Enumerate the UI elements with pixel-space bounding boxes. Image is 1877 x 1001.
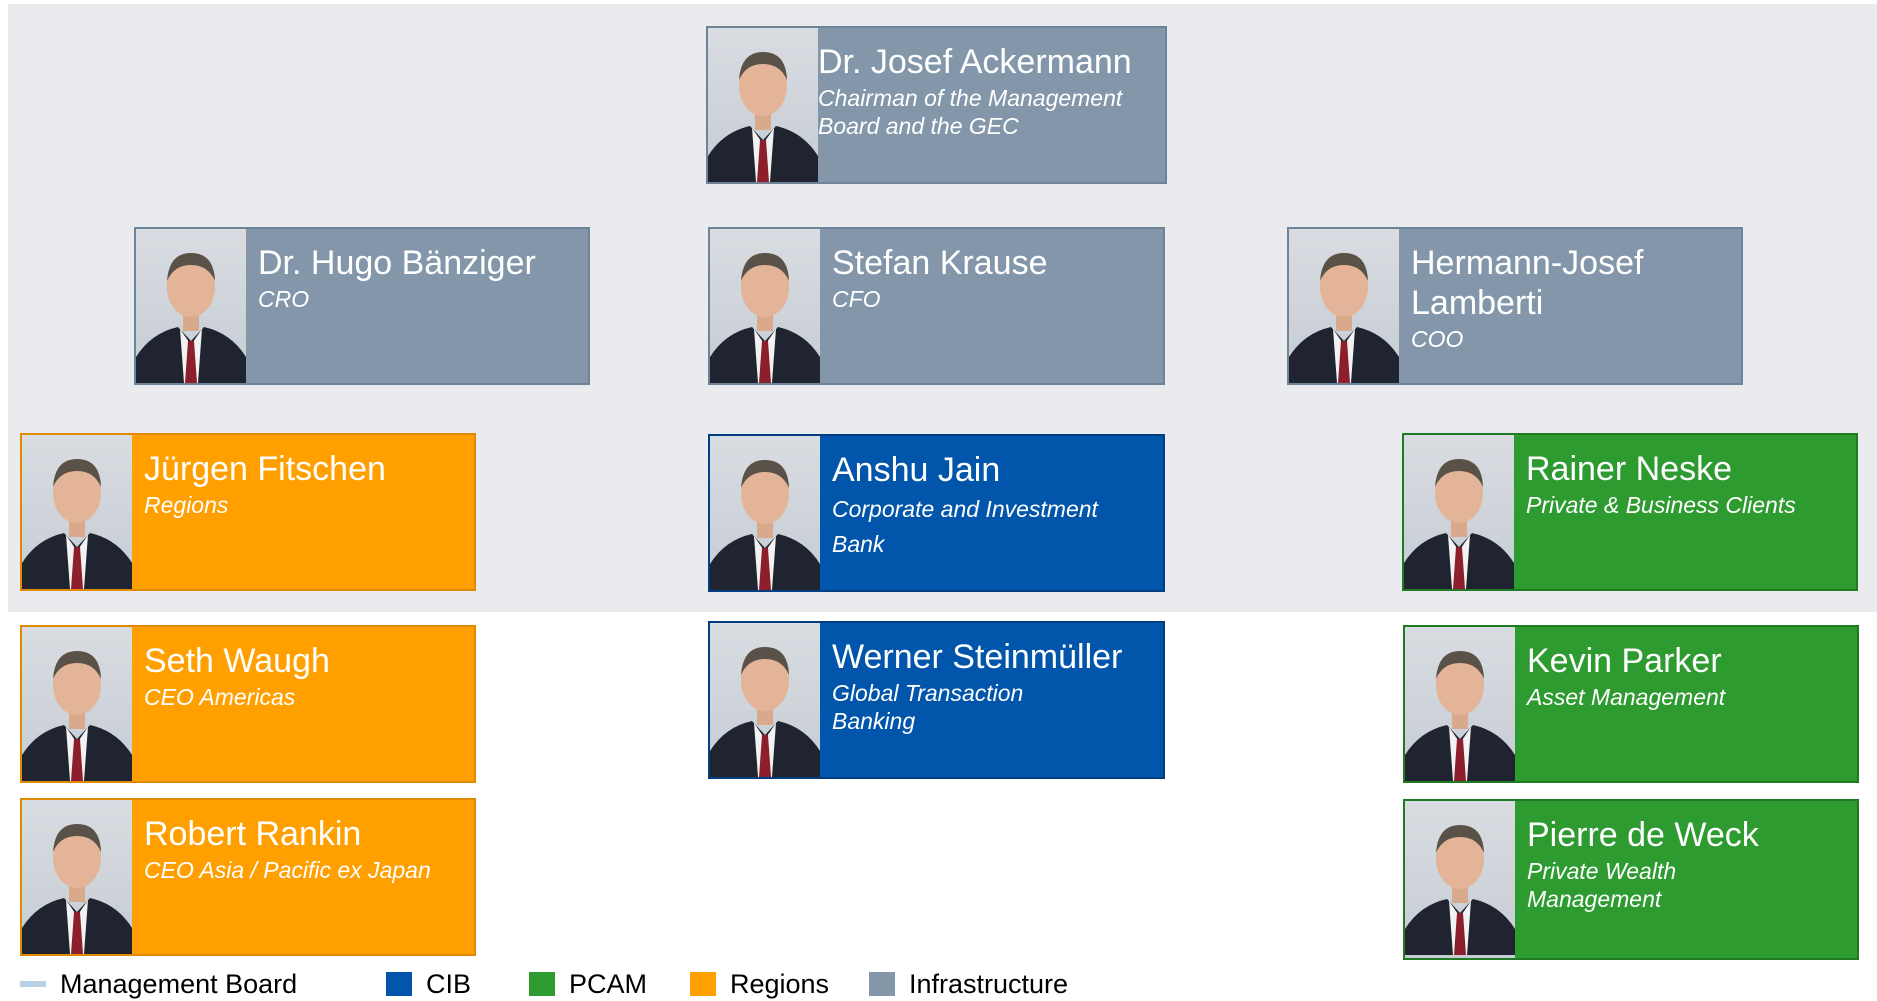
person-role: Global Transaction Banking <box>832 680 1024 734</box>
person-name: Rainer Neske <box>1526 450 1732 488</box>
person-role: Private & Business Clients <box>1526 492 1796 518</box>
portrait-photo <box>136 229 246 383</box>
person-role: Regions <box>144 492 229 518</box>
person-silhouette <box>22 651 132 781</box>
legend-label: Infrastructure <box>909 968 1069 999</box>
card-robert-rankin: Robert Rankin CEO Asia / Pacific ex Japa… <box>20 798 476 956</box>
portrait-photo <box>22 800 132 954</box>
person-role: COO <box>1411 326 1464 352</box>
legend-item-regions: Regions <box>690 969 829 1000</box>
person-role: Private Wealth Management <box>1527 858 1677 912</box>
person-role: Asset Management <box>1527 684 1726 710</box>
infrastructure-swatch <box>869 972 895 996</box>
person-role: CRO <box>258 286 310 312</box>
person-name: Anshu Jain <box>832 451 1001 489</box>
person-role: CFO <box>832 286 881 312</box>
portrait-photo <box>22 627 132 781</box>
person-name: Dr. Hugo Bänziger <box>258 244 536 282</box>
person-name: Pierre de Weck <box>1527 816 1759 854</box>
person-silhouette <box>22 459 132 589</box>
pcam-swatch <box>529 972 555 996</box>
person-name: Kevin Parker <box>1527 642 1722 680</box>
card-werner-steinmueller: Werner Steinmüller Global Transaction Ba… <box>708 621 1165 779</box>
legend-item-infrastructure: Infrastructure <box>869 969 1068 1000</box>
person-silhouette <box>710 253 820 383</box>
person-silhouette <box>136 253 246 383</box>
portrait-photo <box>1289 229 1399 383</box>
portrait-photo <box>710 623 820 777</box>
card-rainer-neske: Rainer Neske Private & Business Clients <box>1402 433 1858 591</box>
person-role: Corporate and Investment Bank <box>832 496 1098 557</box>
regions-swatch <box>690 972 716 996</box>
person-name: Dr. Josef Ackermann <box>818 43 1132 81</box>
portrait-photo <box>710 436 820 590</box>
legend-label: CIB <box>426 968 472 999</box>
person-silhouette <box>1405 651 1515 781</box>
card-pierre-de-weck: Pierre de Weck Private Wealth Management <box>1403 799 1859 960</box>
portrait-photo <box>1404 435 1514 589</box>
legend-label: Regions <box>730 968 830 999</box>
person-name: Jürgen Fitschen <box>144 450 386 488</box>
person-name: Robert Rankin <box>144 815 362 853</box>
card-anshu-jain: Anshu Jain Corporate and Investment Bank <box>708 434 1165 592</box>
legend-label: PCAM <box>569 968 648 999</box>
card-kevin-parker: Kevin Parker Asset Management <box>1403 625 1859 783</box>
card-seth-waugh: Seth Waugh CEO Americas <box>20 625 476 783</box>
person-silhouette <box>710 460 820 590</box>
person-role: Chairman of the Management Board and the… <box>818 85 1123 139</box>
person-role: CEO Americas <box>144 684 296 710</box>
portrait-photo <box>22 435 132 589</box>
person-role: CEO Asia / Pacific ex Japan <box>144 857 431 883</box>
portrait-photo <box>710 229 820 383</box>
person-name: Seth Waugh <box>144 642 330 680</box>
card-josef-ackermann: Dr. Josef Ackermann Chairman of the Mana… <box>706 26 1167 184</box>
person-silhouette <box>1405 825 1515 955</box>
person-silhouette <box>708 52 818 182</box>
person-silhouette <box>1404 459 1514 589</box>
portrait-photo <box>1405 627 1515 781</box>
card-juergen-fitschen: Jürgen Fitschen Regions <box>20 433 476 591</box>
person-silhouette <box>710 647 820 777</box>
legend-item-cib: CIB <box>386 969 471 1000</box>
person-silhouette <box>1289 253 1399 383</box>
management-board-swatch <box>20 981 46 987</box>
card-hugo-baenziger: Dr. Hugo Bänziger CRO <box>134 227 590 385</box>
card-stefan-krause: Stefan Krause CFO <box>708 227 1165 385</box>
portrait-photo <box>1405 801 1515 958</box>
portrait-photo <box>708 28 818 182</box>
person-name: Hermann-Josef Lamberti <box>1411 244 1644 322</box>
card-hermann-josef-lamberti: Hermann-Josef Lamberti COO <box>1287 227 1743 385</box>
legend-item-pcam: PCAM <box>529 969 647 1000</box>
cib-swatch <box>386 972 412 996</box>
person-name: Werner Steinmüller <box>832 638 1123 676</box>
person-silhouette <box>22 824 132 954</box>
legend-label: Management Board <box>60 968 298 999</box>
legend-item-management-board: Management Board <box>20 969 297 1000</box>
person-name: Stefan Krause <box>832 244 1048 282</box>
